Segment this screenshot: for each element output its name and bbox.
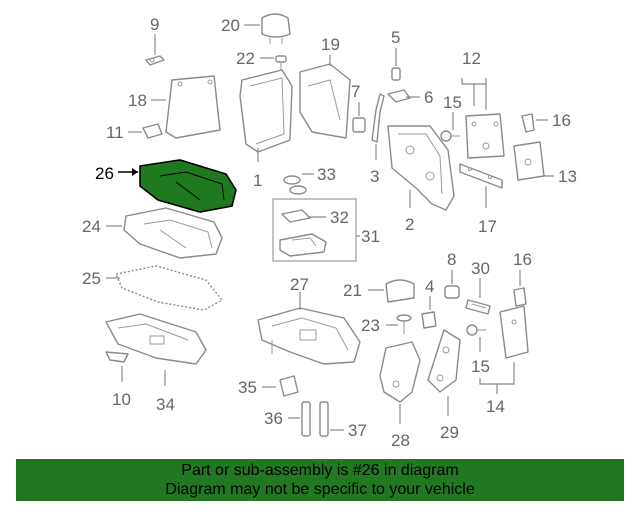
part-32-cup-holder[interactable] (281, 209, 311, 223)
part-15-bolt-lower[interactable] (466, 324, 486, 336)
label-29: 29 (440, 423, 459, 442)
label-12: 12 (462, 49, 481, 68)
label-19: 19 (321, 35, 340, 54)
label-37: 37 (348, 421, 367, 440)
banner-line-1: Part or sub-assembly is #26 in diagram (181, 462, 459, 479)
part-11-cover[interactable] (142, 123, 163, 139)
part-20-headrest[interactable] (261, 13, 291, 44)
part-29-hinge[interactable] (427, 329, 461, 393)
part-8-cap[interactable] (444, 285, 460, 299)
label-30: 30 (471, 259, 490, 278)
part-5-bushing[interactable] (391, 67, 401, 81)
part-25-heater-mat[interactable] (115, 265, 223, 311)
label-15-lower: 15 (471, 357, 490, 376)
label-35: 35 (238, 378, 257, 397)
part-17-bar[interactable] (459, 163, 503, 189)
label-16-upper: 16 (552, 111, 571, 130)
part-23-pin[interactable] (396, 314, 412, 334)
label-31: 31 (361, 227, 380, 246)
part-15-bolt-upper[interactable] (440, 130, 460, 142)
label-3: 3 (370, 167, 379, 186)
part-7-trim[interactable] (352, 117, 366, 133)
label-17: 17 (478, 217, 497, 236)
label-34: 34 (156, 395, 175, 414)
part-30-vent[interactable] (465, 299, 491, 315)
part-3-rod[interactable] (371, 93, 385, 143)
label-32: 32 (330, 208, 349, 227)
part-4-clip[interactable] (421, 311, 437, 329)
label-25: 25 (82, 269, 101, 288)
label-16-lower: 16 (513, 250, 532, 269)
part-12-back-panel[interactable] (465, 113, 505, 159)
label-22: 22 (236, 49, 255, 68)
part-18-seatback-board[interactable] (165, 75, 221, 139)
label-27: 27 (290, 275, 309, 294)
banner-line-2: Diagram may not be specific to your vehi… (165, 481, 475, 498)
label-36: 36 (264, 409, 283, 428)
part-21-cover[interactable] (385, 279, 415, 303)
part-34-base-frame[interactable] (105, 313, 207, 365)
part-16-clip-upper[interactable] (521, 113, 535, 133)
label-8: 8 (447, 250, 456, 269)
label-7: 7 (351, 82, 360, 101)
part-10-bracket[interactable] (105, 351, 129, 363)
part-1-seatback-cushion[interactable] (239, 69, 293, 153)
part-27-seat-lower-frame[interactable] (257, 307, 361, 365)
parts-diagram: 9 20 22 18 11 1 19 5 (82, 13, 577, 450)
part-35-retainer[interactable] (279, 375, 299, 397)
label-15-upper: 15 (443, 93, 462, 112)
label-4: 4 (425, 277, 434, 296)
part-info-banner: Part or sub-assembly is #26 in diagram D… (16, 459, 624, 501)
part-14-side-panel[interactable] (499, 305, 529, 359)
part-16-clip-lower[interactable] (513, 287, 527, 307)
label-24: 24 (82, 217, 101, 236)
part-9-clip[interactable] (145, 55, 165, 66)
label-33: 33 (317, 165, 336, 184)
label-21: 21 (343, 281, 362, 300)
label-9: 9 (150, 15, 159, 34)
label-28: 28 (391, 431, 410, 450)
part-28-bracket[interactable] (379, 341, 421, 403)
label-23: 23 (361, 316, 380, 335)
label-18: 18 (128, 91, 147, 110)
part-24-cushion-pad[interactable] (123, 207, 223, 259)
label-6: 6 (424, 88, 433, 107)
label-26: 26 (95, 164, 114, 183)
part-37-strip[interactable] (319, 401, 329, 437)
label-2: 2 (405, 215, 414, 234)
label-14: 14 (486, 397, 505, 416)
part-2-seat-frame[interactable] (387, 125, 455, 211)
label-10: 10 (112, 390, 131, 409)
label-1: 1 (253, 171, 262, 190)
part-13-plate[interactable] (513, 141, 545, 181)
part-33-clips[interactable] (283, 175, 307, 195)
label-5: 5 (391, 28, 400, 47)
part-36-strip[interactable] (301, 401, 311, 437)
label-11: 11 (106, 123, 124, 142)
label-20: 20 (221, 16, 240, 35)
part-19-seatback-pad[interactable] (299, 63, 351, 139)
part-26-seat-cushion-highlighted[interactable] (139, 159, 237, 213)
part-31-armrest[interactable] (279, 233, 327, 257)
label-13: 13 (558, 167, 577, 186)
part-6-knob[interactable] (387, 89, 411, 103)
